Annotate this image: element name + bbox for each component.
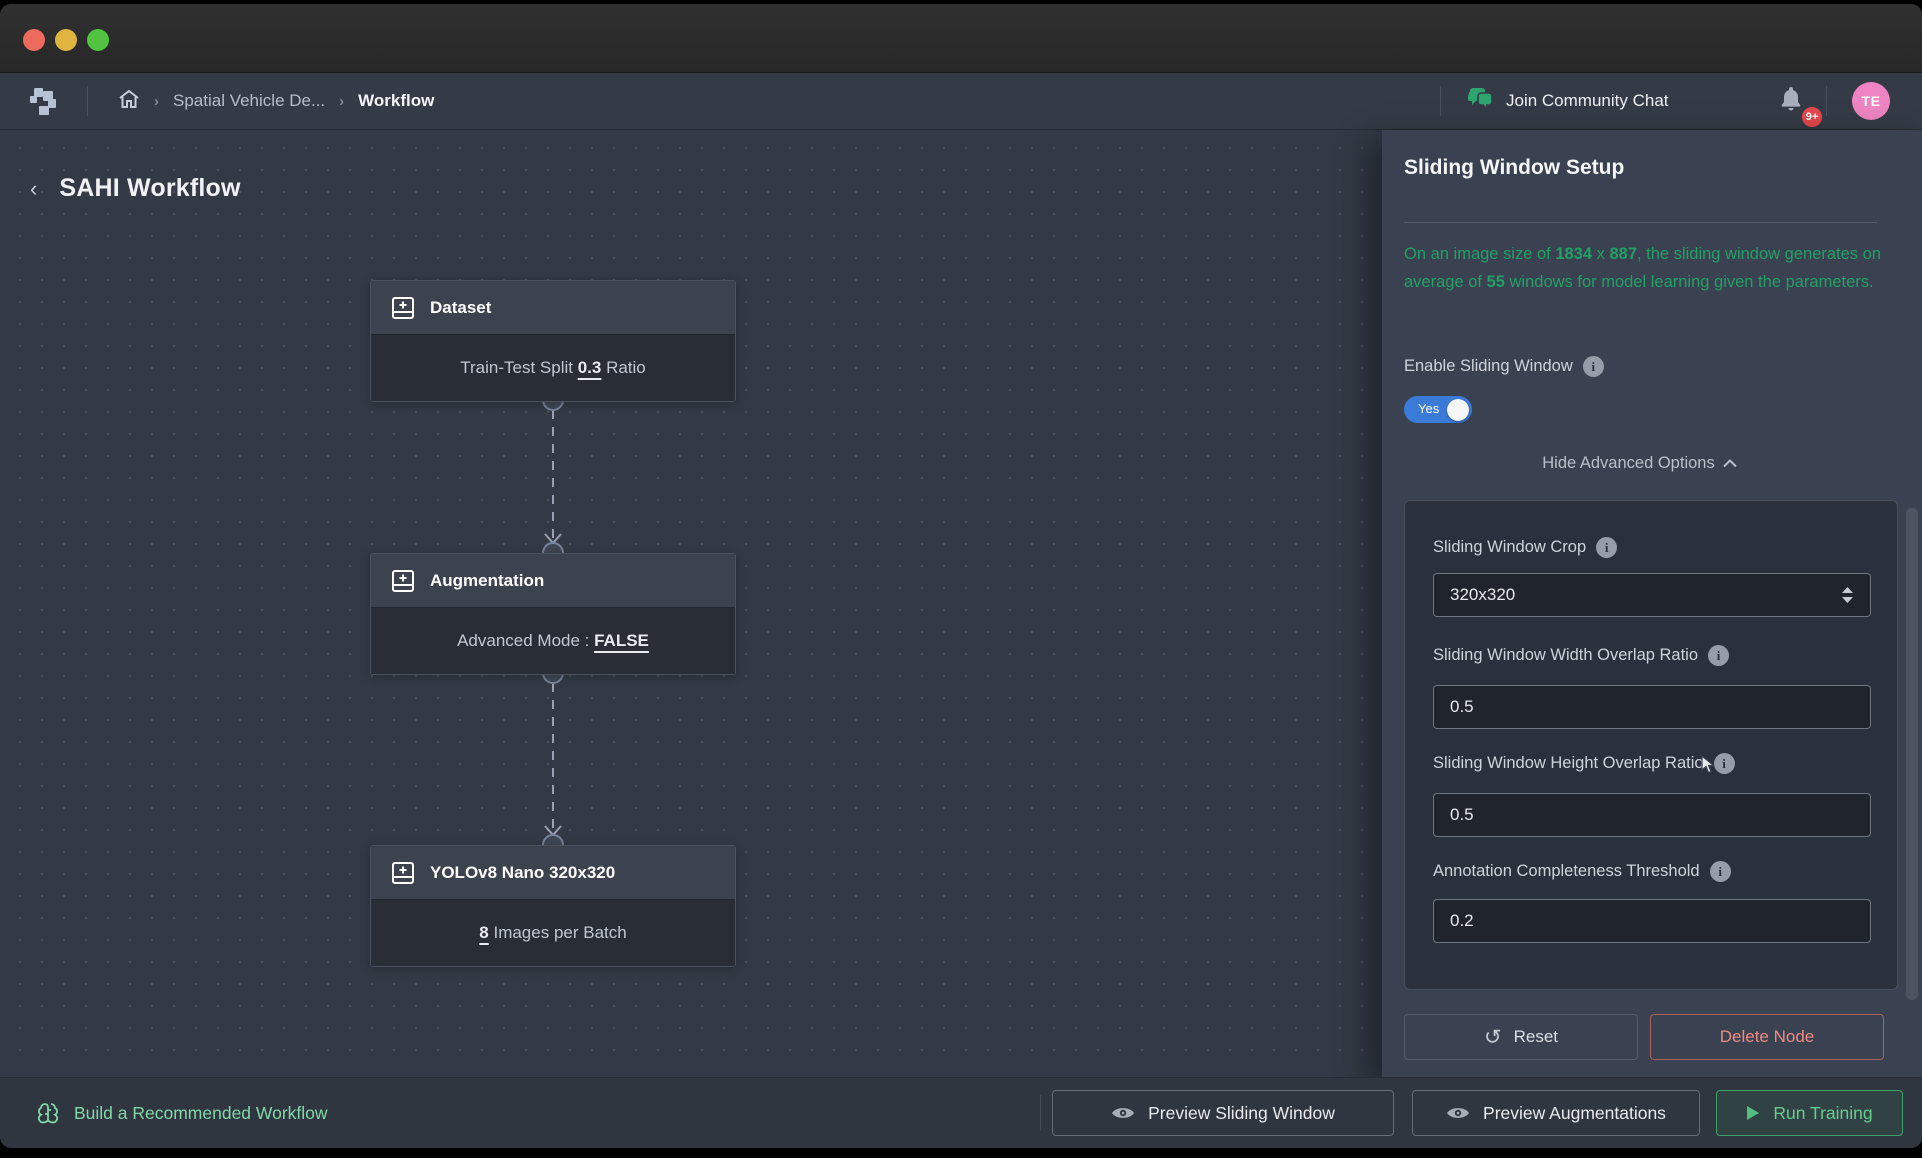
workflow-title: SAHI Workflow xyxy=(59,174,241,202)
eye-icon xyxy=(1112,1108,1135,1118)
app-logo-icon[interactable] xyxy=(28,86,62,123)
node-model[interactable]: YOLOv8 Nano 320x320 8 Images per Batch xyxy=(370,845,736,967)
build-recommended-workflow-button[interactable]: Build a Recommended Workflow xyxy=(36,1078,328,1148)
build-recommended-workflow-label: Build a Recommended Workflow xyxy=(74,1102,328,1123)
info-icon[interactable]: i xyxy=(1709,861,1731,882)
reset-button[interactable]: ↺ Reset xyxy=(1404,1014,1638,1060)
bell-icon xyxy=(1781,87,1801,111)
reset-icon: ↺ xyxy=(1483,1025,1502,1049)
model-node-icon xyxy=(392,861,414,884)
zoom-window-button[interactable] xyxy=(87,29,109,51)
node-title: Dataset xyxy=(430,297,492,317)
chevron-up-icon xyxy=(1723,459,1737,468)
node-summary: Train-Test Split 0.3 Ratio xyxy=(371,335,735,401)
header-divider xyxy=(1826,86,1827,116)
info-icon[interactable]: i xyxy=(1708,645,1730,666)
width-overlap-ratio-input[interactable] xyxy=(1433,685,1871,729)
delete-node-button[interactable]: Delete Node xyxy=(1650,1014,1884,1060)
minimize-window-button[interactable] xyxy=(55,29,77,51)
breadcrumb: › Spatial Vehicle De... › Workflow xyxy=(118,73,434,129)
macos-titlebar xyxy=(0,4,1922,73)
breadcrumb-project[interactable]: Spatial Vehicle De... xyxy=(173,91,326,110)
join-community-chat-button[interactable]: Join Community Chat xyxy=(1467,73,1669,129)
dataset-node-icon xyxy=(392,296,414,319)
avatar[interactable]: TE xyxy=(1852,82,1890,120)
home-icon[interactable] xyxy=(118,89,140,114)
hide-advanced-options-button[interactable]: Hide Advanced Options xyxy=(1382,454,1897,473)
panel-title: Sliding Window Setup xyxy=(1404,156,1625,179)
node-augmentation[interactable]: Augmentation Advanced Mode : FALSE xyxy=(370,553,736,675)
panel-divider xyxy=(1404,222,1877,223)
enable-sliding-window-label: Enable Sliding Window i xyxy=(1404,356,1604,377)
header-divider xyxy=(1440,86,1441,116)
toggle-state-label: Yes xyxy=(1418,401,1440,416)
info-icon[interactable]: i xyxy=(1582,356,1604,377)
annotation-completeness-input[interactable] xyxy=(1433,899,1871,943)
brain-icon xyxy=(37,1103,59,1124)
sliding-window-summary: On an image size of 1834 x 887, the slid… xyxy=(1404,245,1881,291)
run-training-button[interactable]: Run Training xyxy=(1716,1090,1903,1136)
footer-divider xyxy=(1040,1095,1041,1131)
select-arrows-icon xyxy=(1842,587,1853,603)
join-community-chat-label: Join Community Chat xyxy=(1506,91,1669,110)
sliding-window-setup-panel: Sliding Window Setup On an image size of… xyxy=(1382,130,1922,1080)
header-divider xyxy=(87,86,88,116)
breadcrumb-page: Workflow xyxy=(358,91,435,110)
eye-icon xyxy=(1447,1108,1470,1118)
mouse-cursor xyxy=(1700,755,1715,774)
info-icon[interactable]: i xyxy=(1596,537,1618,558)
notifications-button[interactable]: 9+ xyxy=(1778,85,1824,129)
info-icon[interactable]: i xyxy=(1713,753,1735,774)
close-window-button[interactable] xyxy=(23,29,45,51)
node-title: Augmentation xyxy=(430,570,545,590)
breadcrumb-separator: › xyxy=(339,92,345,110)
breadcrumb-separator: › xyxy=(154,92,159,110)
augmentation-node-icon xyxy=(392,569,414,592)
app-window: › Spatial Vehicle De... › Workflow Join … xyxy=(0,4,1922,1148)
height-overlap-ratio-input[interactable] xyxy=(1433,793,1871,837)
toggle-knob xyxy=(1447,398,1469,421)
node-summary: Advanced Mode : FALSE xyxy=(371,608,735,674)
node-summary: 8 Images per Batch xyxy=(371,900,735,966)
panel-scrollbar[interactable] xyxy=(1906,508,1918,1000)
preview-sliding-window-button[interactable]: Preview Sliding Window xyxy=(1052,1090,1394,1136)
notification-badge: 9+ xyxy=(1800,105,1824,129)
chat-icon xyxy=(1467,87,1494,116)
node-dataset[interactable]: Dataset Train-Test Split 0.3 Ratio xyxy=(370,280,736,402)
height-overlap-ratio-label: Sliding Window Height Overlap Ratio i xyxy=(1433,753,1735,774)
footer-bar: Build a Recommended Workflow Preview Sli… xyxy=(0,1077,1922,1148)
node-title: YOLOv8 Nano 320x320 xyxy=(430,862,616,882)
back-button[interactable]: ‹ xyxy=(30,175,38,201)
play-icon xyxy=(1747,1106,1760,1120)
enable-sliding-window-toggle[interactable]: Yes xyxy=(1404,396,1472,423)
preview-augmentations-button[interactable]: Preview Augmentations xyxy=(1412,1090,1700,1136)
sliding-window-crop-select[interactable]: 320x320 xyxy=(1433,573,1871,617)
app-header: › Spatial Vehicle De... › Workflow Join … xyxy=(0,73,1922,130)
